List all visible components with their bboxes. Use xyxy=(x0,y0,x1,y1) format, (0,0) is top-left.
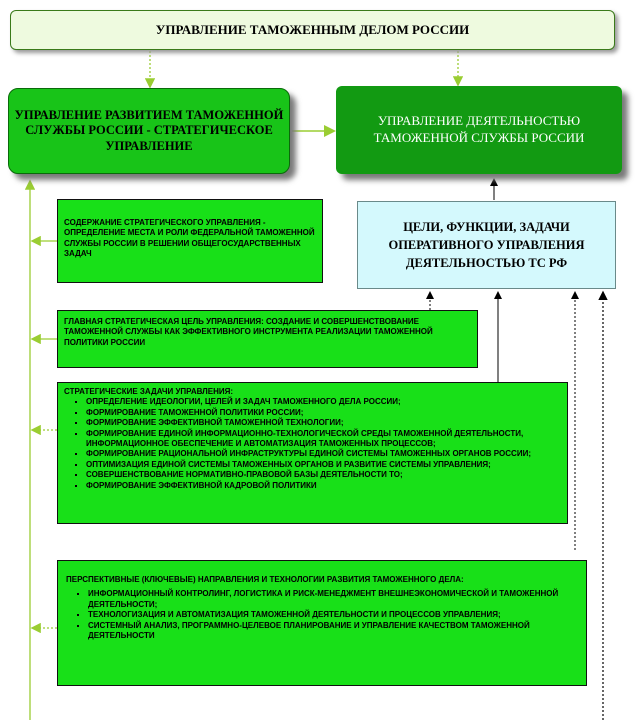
top-title-box: УПРАВЛЕНИЕ ТАМОЖЕННЫМ ДЕЛОМ РОССИИ xyxy=(10,10,615,50)
goals-functions-text: ЦЕЛИ, ФУНКЦИИ, ЗАДАЧИ ОПЕРАТИВНОГО УПРАВ… xyxy=(388,219,585,271)
strategic-content-box: СОДЕРЖАНИЕ СТРАТЕГИЧЕСКОГО УПРАВЛЕНИЯ - … xyxy=(57,199,323,283)
strategic-management-text: УПРАВЛЕНИЕ РАЗВИТИЕМ ТАМОЖЕННОЙ СЛУЖБЫ Р… xyxy=(14,107,284,153)
list-item: ФОРМИРОВАНИЕ ЭФФЕКТИВНОЙ ТАМОЖЕННОЙ ТЕХН… xyxy=(86,418,561,428)
operational-management-box: УПРАВЛЕНИЕ ДЕЯТЕЛЬНОСТЬЮ ТАМОЖЕННОЙ СЛУЖ… xyxy=(336,86,622,174)
strategic-tasks-box: СТРАТЕГИЧЕСКИЕ ЗАДАЧИ УПРАВЛЕНИЯ: ОПРЕДЕ… xyxy=(57,382,568,524)
top-title: УПРАВЛЕНИЕ ТАМОЖЕННЫМ ДЕЛОМ РОССИИ xyxy=(155,22,470,37)
goals-functions-box: ЦЕЛИ, ФУНКЦИИ, ЗАДАЧИ ОПЕРАТИВНОГО УПРАВ… xyxy=(357,201,616,289)
key-directions-list: ИНФОРМАЦИОННЫЙ КОНТРОЛИНГ, ЛОГИСТИКА И Р… xyxy=(66,589,578,641)
list-item: ТЕХНОЛОГИЗАЦИЯ И АВТОМАТИЗАЦИЯ ТАМОЖЕННО… xyxy=(88,610,578,620)
list-item: ФОРМИРОВАНИЕ ТАМОЖЕННОЙ ПОЛИТИКИ РОССИИ; xyxy=(86,408,561,418)
strategic-tasks-heading: СТРАТЕГИЧЕСКИЕ ЗАДАЧИ УПРАВЛЕНИЯ: xyxy=(64,387,234,396)
list-item: ФОРМИРОВАНИЕ ЭФФЕКТИВНОЙ КАДРОВОЙ ПОЛИТИ… xyxy=(86,481,561,491)
list-item: ОПТИМИЗАЦИЯ ЕДИНОЙ СИСТЕМЫ ТАМОЖЕННЫХ ОР… xyxy=(86,460,561,470)
key-directions-box: ПЕРСПЕКТИВНЫЕ (КЛЮЧЕВЫЕ) НАПРАВЛЕНИЯ И Т… xyxy=(57,560,587,686)
main-goal-text: ГЛАВНАЯ СТРАТЕГИЧЕСКАЯ ЦЕЛЬ УПРАВЛЕНИЯ: … xyxy=(64,317,433,347)
list-item: ИНФОРМАЦИОННЫЙ КОНТРОЛИНГ, ЛОГИСТИКА И Р… xyxy=(88,589,578,610)
list-item: ОПРЕДЕЛЕНИЕ ИДЕОЛОГИИ, ЦЕЛЕЙ И ЗАДАЧ ТАМ… xyxy=(86,397,561,407)
list-item: СОВЕРШЕНСТВОВАНИЕ НОРМАТИВНО-ПРАВОВОЙ БА… xyxy=(86,470,561,480)
main-goal-box: ГЛАВНАЯ СТРАТЕГИЧЕСКАЯ ЦЕЛЬ УПРАВЛЕНИЯ: … xyxy=(57,310,478,368)
list-item: ФОРМИРОВАНИЕ ЕДИНОЙ ИНФОРМАЦИОННО-ТЕХНОЛ… xyxy=(86,429,561,450)
operational-management-text: УПРАВЛЕНИЕ ДЕЯТЕЛЬНОСТЬЮ ТАМОЖЕННОЙ СЛУЖ… xyxy=(373,113,585,145)
strategic-management-box: УПРАВЛЕНИЕ РАЗВИТИЕМ ТАМОЖЕННОЙ СЛУЖБЫ Р… xyxy=(8,88,290,174)
key-directions-heading: ПЕРСПЕКТИВНЫЕ (КЛЮЧЕВЫЕ) НАПРАВЛЕНИЯ И Т… xyxy=(66,575,464,584)
strategic-content-text: СОДЕРЖАНИЕ СТРАТЕГИЧЕСКОГО УПРАВЛЕНИЯ - … xyxy=(64,218,315,259)
strategic-tasks-list: ОПРЕДЕЛЕНИЕ ИДЕОЛОГИИ, ЦЕЛЕЙ И ЗАДАЧ ТАМ… xyxy=(64,397,561,491)
list-item: СИСТЕМНЫЙ АНАЛИЗ, ПРОГРАММНО-ЦЕЛЕВОЕ ПЛА… xyxy=(88,621,578,642)
list-item: ФОРМИРОВАНИЕ РАЦИОНАЛЬНОЙ ИНФРАСТРУКТУРЫ… xyxy=(86,449,561,459)
